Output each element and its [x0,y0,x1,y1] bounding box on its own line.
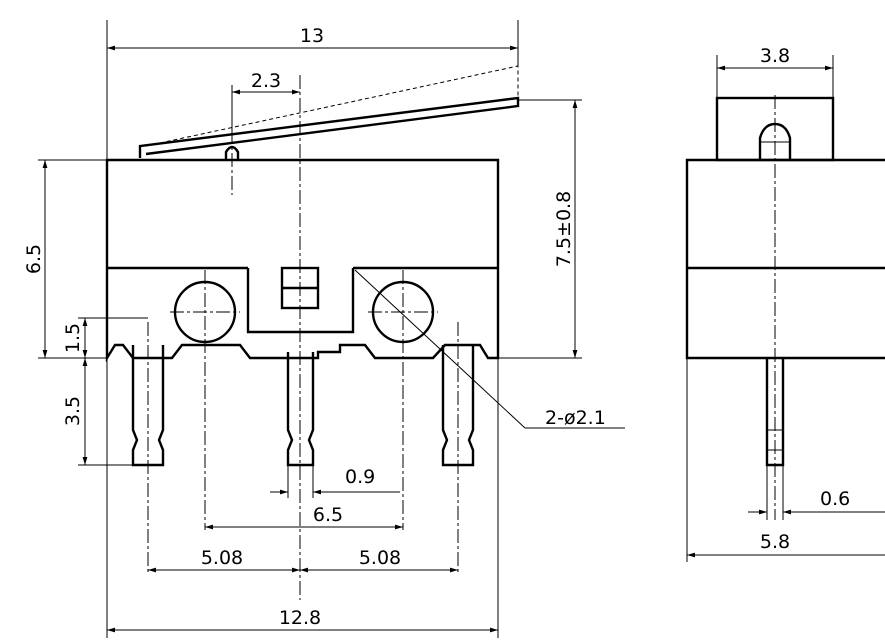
dim-pin-pitch-left: 5.08 [201,547,243,569]
dim-body-width: 5.8 [760,531,790,553]
dim-pin-length: 3.5 [62,396,84,426]
dim-pin-thickness: 0.6 [820,488,850,510]
dim-body-height: 6.5 [23,244,45,274]
side-view: 3.8 0.6 5.8 [685,45,885,562]
dim-pin-pitch-right: 5.08 [359,547,401,569]
dim-standoff: 1.5 [62,323,84,353]
front-view: 13 2.3 6.5 7.5±0.8 1.5 3.5 2-ø2.1 0.9 [23,20,625,638]
dim-plunger-width: 3.8 [760,45,790,67]
lever [138,96,520,158]
dim-lever-offset: 2.3 [251,70,281,92]
pin-center [286,352,315,467]
dim-hole-spacing: 6.5 [313,504,343,526]
dim-body-length: 12.8 [279,607,321,629]
switch-body-outline [105,158,500,363]
dim-overall-length: 13 [300,25,324,47]
dim-mounting-holes: 2-ø2.1 [545,407,606,429]
dim-pin-width: 0.9 [345,466,375,488]
dim-actuation-height: 7.5±0.8 [553,191,575,267]
